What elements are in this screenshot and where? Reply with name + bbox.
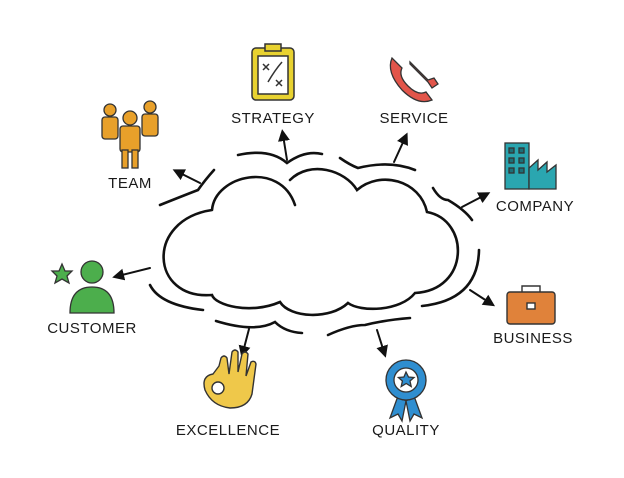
cloud-arc	[158, 168, 216, 207]
business-icon	[506, 285, 556, 325]
excellence-icon	[203, 349, 257, 409]
arrow-customer	[112, 267, 151, 281]
arrow-quality	[376, 329, 388, 358]
central-cloud	[162, 167, 460, 317]
arrow-excellence	[238, 328, 251, 358]
label-strategy: STRATEGY	[231, 110, 315, 127]
cloud-arc	[236, 151, 324, 165]
team-icon	[101, 100, 159, 169]
cloud-arc	[326, 316, 412, 337]
cloud-arc	[148, 283, 205, 312]
customer-icon	[50, 260, 115, 314]
arrow-service	[393, 132, 408, 163]
cloud-arc	[431, 186, 474, 222]
label-quality: QUALITY	[372, 422, 440, 439]
cloud-arc	[214, 319, 304, 335]
arrow-business	[469, 289, 496, 307]
arrow-company	[461, 192, 491, 208]
service-icon	[389, 56, 439, 103]
cloud-arc	[338, 156, 417, 172]
label-service: SERVICE	[379, 110, 449, 127]
label-team: TEAM	[108, 175, 152, 192]
quality-icon	[385, 359, 427, 423]
label-customer: CUSTOMER	[47, 320, 137, 337]
label-company: COMPANY	[495, 198, 575, 215]
arrow-strategy	[278, 129, 290, 161]
label-excellence: EXCELLENCE	[175, 422, 281, 439]
cloud-arc	[420, 248, 481, 308]
strategy-icon	[251, 43, 295, 101]
label-business: BUSINESS	[493, 330, 573, 347]
company-icon	[504, 142, 557, 190]
arrow-team	[172, 169, 201, 184]
